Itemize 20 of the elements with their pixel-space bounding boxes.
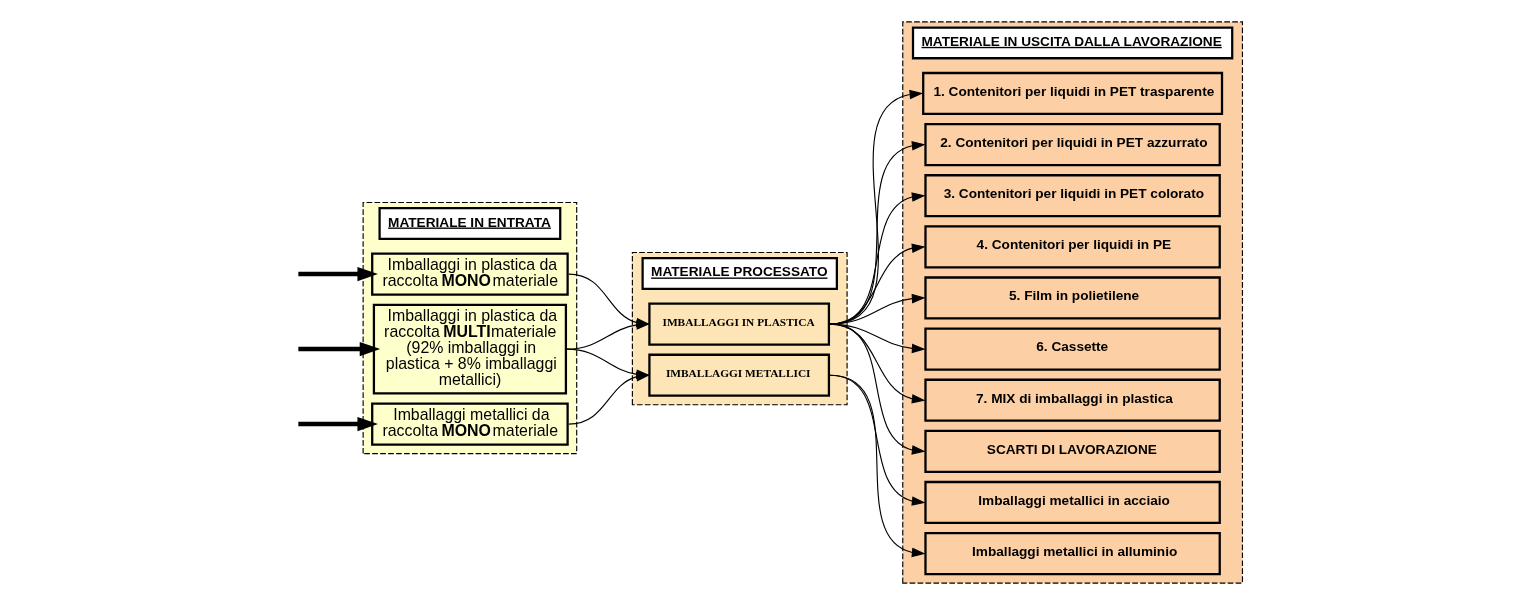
node-box: 1. Contenitori per liquidi in PET trasparente: [922, 71, 1224, 116]
node-box: 5. Film in polietilene: [924, 276, 1221, 320]
arrow: [565, 320, 650, 350]
node-box: 7. MIX di imballaggi in plastica: [924, 378, 1221, 422]
node-box: 2. Contenitori per liquidi in PET azzurrato: [924, 123, 1221, 167]
arrow: [298, 341, 381, 357]
node-box: IMBALLAGGI METALLICI: [648, 353, 831, 397]
node-box: 6. Cassette: [924, 327, 1221, 371]
node-box: 3. Contenitori per liquidi in PET colorato: [924, 174, 1221, 218]
arrow: [298, 416, 378, 432]
node-box: Imballaggi metallici in alluminio: [924, 532, 1221, 576]
node-box: SCARTI DI LAVORAZIONE: [924, 429, 1221, 473]
arrow: [829, 374, 926, 558]
node-box: Imballaggi metallici da raccolta MONOmateriale: [371, 402, 569, 446]
node-box: 4. Contenitori per liquidi in PE: [924, 225, 1221, 269]
arrow: [298, 266, 378, 282]
node-box: Imballaggi in plastica da raccolta MONOmateriale: [371, 252, 569, 296]
node-box: IMBALLAGGI IN PLASTICA: [648, 302, 831, 346]
node-box: Imballaggi metallici in acciaio: [924, 480, 1221, 525]
node-box: Imballaggi in plastica da raccolta MULTImateriale (92% imballaggi in plastica + 8% imballaggi metallici): [372, 303, 568, 395]
